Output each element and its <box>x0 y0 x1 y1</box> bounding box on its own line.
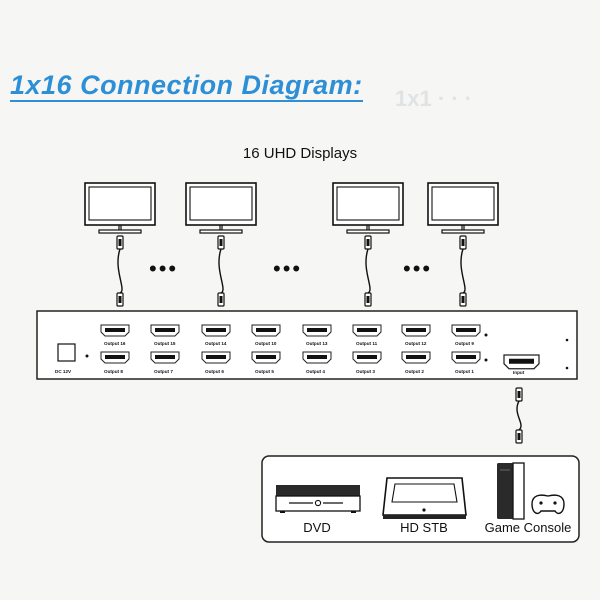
bottom-output-port-label: Output 4 <box>306 369 325 374</box>
bottom-output-hdmi-port-icon <box>451 351 481 364</box>
ellipsis-1: ••• <box>149 256 178 281</box>
top-output-hdmi-port-icon <box>100 324 130 337</box>
top-output-port-label: Output 15 <box>154 341 176 346</box>
bottom-output-hdmi-port-icon <box>401 351 431 364</box>
splitter-device: DC 12V Output 16 Output 15 Output 14 Output… <box>36 310 578 380</box>
bleed-through-text: 1x1 · · · <box>395 86 473 111</box>
top-output-hdmi-port-icon <box>251 324 281 337</box>
bottom-output-port-label: Output 1 <box>455 369 474 374</box>
top-output-port-label: Output 14 <box>205 341 227 346</box>
power-jack-icon <box>57 343 76 362</box>
display-icon-3 <box>332 182 404 234</box>
ellipsis-3: ••• <box>403 256 432 281</box>
top-output-hdmi-port-icon <box>451 324 481 337</box>
bottom-output-port-label: Output 3 <box>356 369 375 374</box>
bottom-output-hdmi-port-icon <box>150 351 180 364</box>
hdmi-cable-1 <box>116 235 124 307</box>
input-label: Input <box>513 370 525 375</box>
source-label-dvd: DVD <box>303 520 330 535</box>
top-output-hdmi-port-icon <box>302 324 332 337</box>
top-output-port-label: Output 16 <box>104 341 126 346</box>
top-output-port-label: Output 11 <box>356 341 378 346</box>
power-label: DC 12V <box>55 369 72 374</box>
input-port-icon <box>503 354 540 370</box>
hdmi-cable-4 <box>459 235 467 307</box>
display-icon-4 <box>427 182 499 234</box>
hdmi-cable-2 <box>217 235 225 307</box>
bottom-output-port-label: Output 6 <box>205 369 224 374</box>
bottom-output-port-label: Output 8 <box>104 369 123 374</box>
ellipsis-2: ••• <box>273 256 302 281</box>
top-output-port-label: Output 13 <box>306 341 328 346</box>
top-output-port-label: Output 9 <box>455 341 474 346</box>
source-label-game-console: Game Console <box>485 520 572 535</box>
bottom-output-port-label: Output 7 <box>154 369 173 374</box>
dvd-player-icon <box>275 485 361 513</box>
bottom-output-hdmi-port-icon <box>201 351 231 364</box>
display-icon-1 <box>84 182 156 234</box>
bottom-output-hdmi-port-icon <box>100 351 130 364</box>
source-label-hd-stb: HD STB <box>400 520 448 535</box>
bottom-output-hdmi-port-icon <box>352 351 382 364</box>
input-hdmi-cable <box>515 387 523 444</box>
game-console-icon <box>497 462 565 520</box>
top-output-hdmi-port-icon <box>352 324 382 337</box>
top-output-hdmi-port-icon <box>201 324 231 337</box>
display-icon-2 <box>185 182 257 234</box>
set-top-box-icon <box>382 477 467 519</box>
bottom-output-hdmi-port-icon <box>302 351 332 364</box>
top-output-hdmi-port-icon <box>150 324 180 337</box>
bottom-output-port-label: Output 5 <box>255 369 274 374</box>
top-output-port-label: Output 12 <box>405 341 427 346</box>
bottom-output-hdmi-port-icon <box>251 351 281 364</box>
top-output-hdmi-port-icon <box>401 324 431 337</box>
hdmi-cable-3 <box>364 235 372 307</box>
displays-caption: 16 UHD Displays <box>242 145 358 162</box>
page-title: 1x16 Connection Diagram: <box>10 70 363 102</box>
bottom-output-port-label: Output 2 <box>405 369 424 374</box>
top-output-port-label: Output 10 <box>255 341 277 346</box>
